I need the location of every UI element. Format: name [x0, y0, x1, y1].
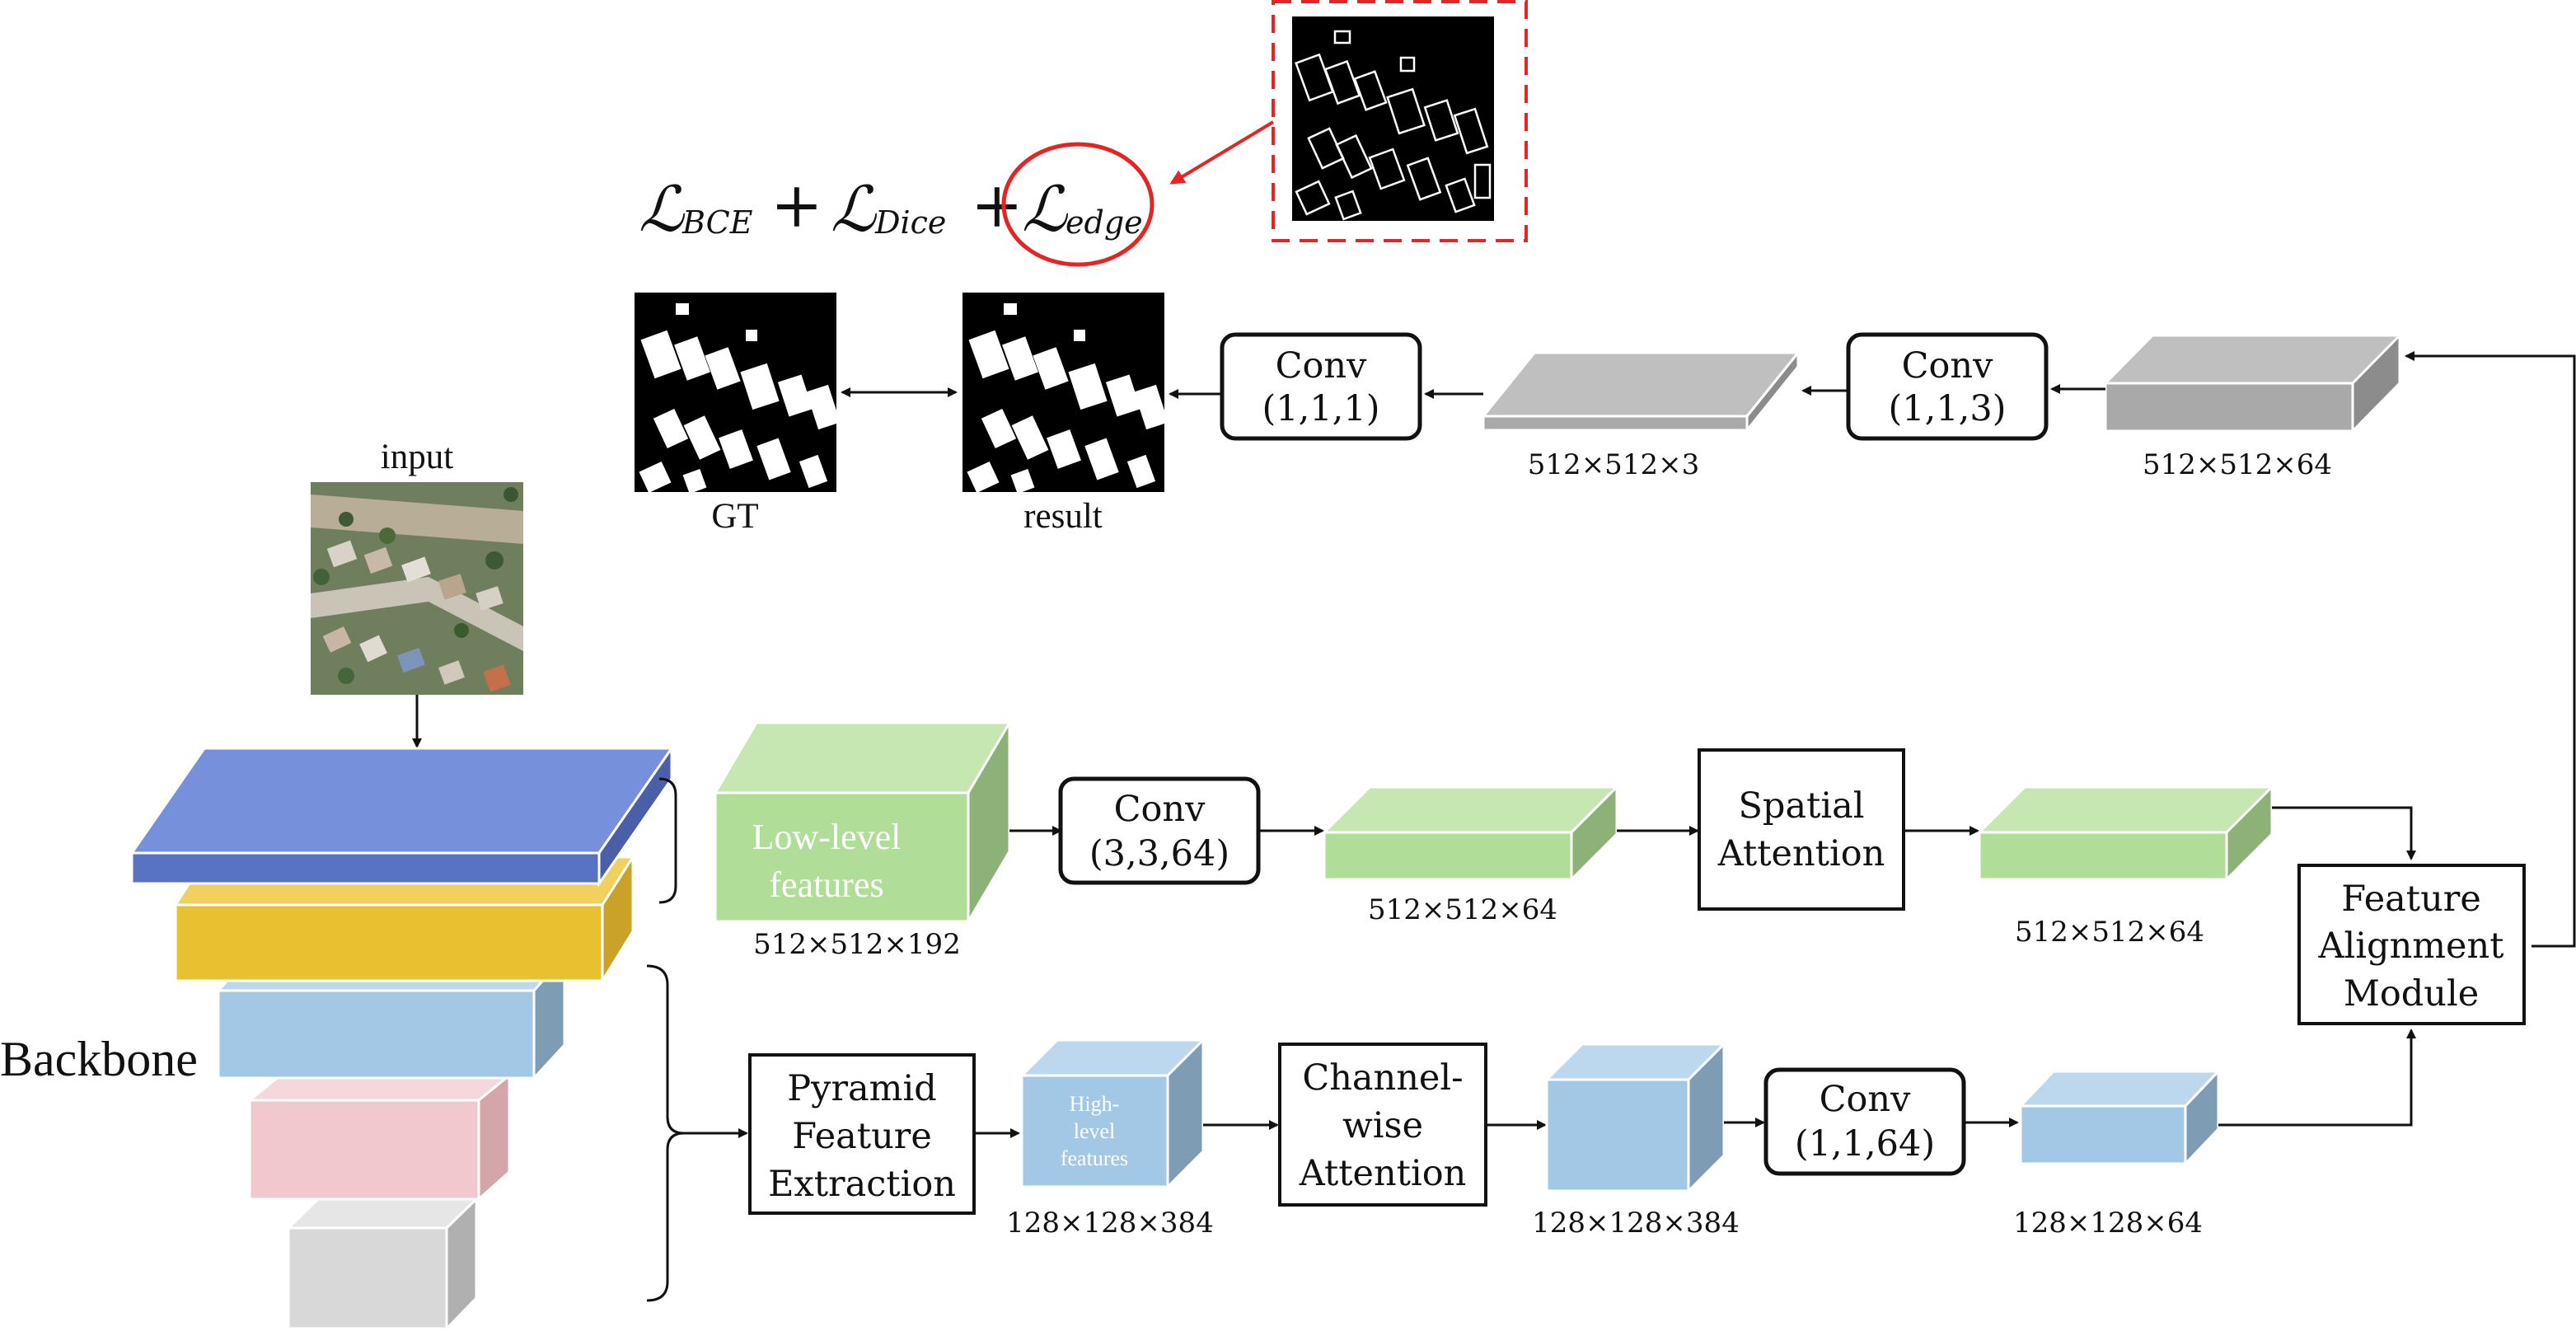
backbone-label: Backbone — [0, 1032, 198, 1086]
result-image — [962, 293, 1164, 492]
spatial-attention-label-1: Spatial — [1738, 785, 1864, 827]
conv-3x3x64-params: (3,3,64) — [1089, 833, 1229, 874]
loss-edge-symbol: ℒ — [1022, 172, 1069, 246]
gt-image — [635, 293, 836, 492]
conv-1x1x3-box — [1846, 332, 2049, 441]
plus-sign-1: + — [770, 168, 823, 241]
size-512x512x64-mid2: 512×512×64 — [2015, 916, 2204, 949]
feature-map-512x512x64-top — [2102, 332, 2403, 434]
feature-map-512x512x64-mid2 — [1976, 784, 2275, 883]
gt-label: GT — [711, 497, 758, 536]
edge-map-panel — [1272, 0, 1528, 242]
low-level-features-cube — [713, 718, 1012, 926]
loss-dice-subscript: Dice — [874, 204, 946, 241]
loss-equation: ℒ BCE + ℒ Dice + ℒ edge — [639, 142, 1155, 267]
pyramid-label-3: Extraction — [768, 1164, 956, 1205]
size-512x512x192: 512×512×192 — [753, 928, 961, 961]
spatial-attention-box — [1698, 748, 1905, 911]
conv-1x1x3-label: Conv — [1902, 345, 1993, 387]
channel-label-3: Attention — [1299, 1153, 1467, 1194]
pyramid-feature-extraction-box — [748, 1053, 976, 1215]
conv-1x1x3-params: (1,1,3) — [1889, 388, 2007, 429]
conv-1x1x64-params: (1,1,64) — [1795, 1123, 1935, 1165]
edge-map-image — [1292, 16, 1494, 221]
conv-1x1x64-label: Conv — [1820, 1079, 1911, 1120]
edge-loss-highlight-circle — [1001, 142, 1155, 267]
input-aerial-image — [311, 482, 523, 695]
size-128x128x384-b: 128×128×384 — [1532, 1207, 1740, 1240]
low-level-bracket — [658, 777, 677, 904]
conv-1x1x1-label: Conv — [1276, 345, 1367, 387]
high-level-features-cube — [1019, 1037, 1206, 1190]
conv-1x1x1-params: (1,1,1) — [1262, 388, 1380, 429]
channel-label-2: wise — [1342, 1105, 1423, 1146]
fam-to-top-arrow — [2405, 351, 2576, 948]
fam-label-3: Module — [2344, 973, 2479, 1015]
pyramid-label-1: Pyramid — [787, 1068, 936, 1109]
loss-bce-subscript: BCE — [681, 204, 753, 241]
feature-map-512x512x64-mid1 — [1321, 784, 1620, 883]
loss-dice-symbol: ℒ — [831, 172, 878, 246]
conv-1x1x1-box — [1220, 332, 1422, 441]
channel-label-1: Channel- — [1302, 1057, 1463, 1099]
edge-outlines — [1295, 30, 1492, 221]
high-level-label-2: level — [1074, 1119, 1116, 1143]
low-level-features-label-2: features — [769, 865, 883, 905]
high-level-label-3: features — [1061, 1146, 1128, 1170]
fam-label-2: Alignment — [2318, 926, 2504, 967]
high-level-bracket — [646, 964, 685, 1302]
loss-bce-symbol: ℒ — [639, 172, 686, 246]
edge-map-dashed-border — [1272, 0, 1528, 242]
backbone-stack — [129, 744, 674, 1331]
arrow-to-fam-from-conv — [2218, 1029, 2416, 1127]
feature-map-128x128x384 — [1543, 1041, 1727, 1194]
loss-edge-subscript: edge — [1066, 204, 1143, 241]
edge-map-arrow — [1169, 120, 1275, 185]
size-512x512x64-top: 512×512×64 — [2143, 448, 2332, 481]
feature-map-512x512x3 — [1480, 349, 1801, 434]
size-128x128x384-a: 128×128×384 — [1006, 1207, 1214, 1240]
spatial-attention-label-2: Attention — [1717, 833, 1885, 874]
arrow-to-fam-from-spatial — [2272, 806, 2416, 860]
conv-3x3x64-label: Conv — [1114, 789, 1206, 830]
size-128x128x64: 128×128×64 — [2013, 1207, 2203, 1240]
backbone-layer-5 — [285, 1196, 480, 1331]
result-label: result — [1023, 497, 1103, 536]
size-512x512x3: 512×512×3 — [1528, 448, 1699, 481]
pyramid-label-2: Feature — [792, 1116, 932, 1157]
feature-map-128x128x64 — [2017, 1068, 2222, 1167]
channel-wise-attention-box — [1278, 1043, 1487, 1207]
size-512x512x64-mid1: 512×512×64 — [1368, 893, 1557, 926]
plus-sign-2: + — [971, 168, 1023, 241]
high-level-label-1: High- — [1070, 1092, 1120, 1116]
low-level-features-label-1: Low-level — [752, 817, 902, 857]
fam-label-1: Feature — [2341, 879, 2481, 920]
input-label: input — [381, 438, 453, 476]
feature-alignment-module-box — [2297, 864, 2526, 1025]
backbone-layer-1 — [129, 744, 674, 888]
backbone-layer-4 — [246, 1072, 513, 1202]
